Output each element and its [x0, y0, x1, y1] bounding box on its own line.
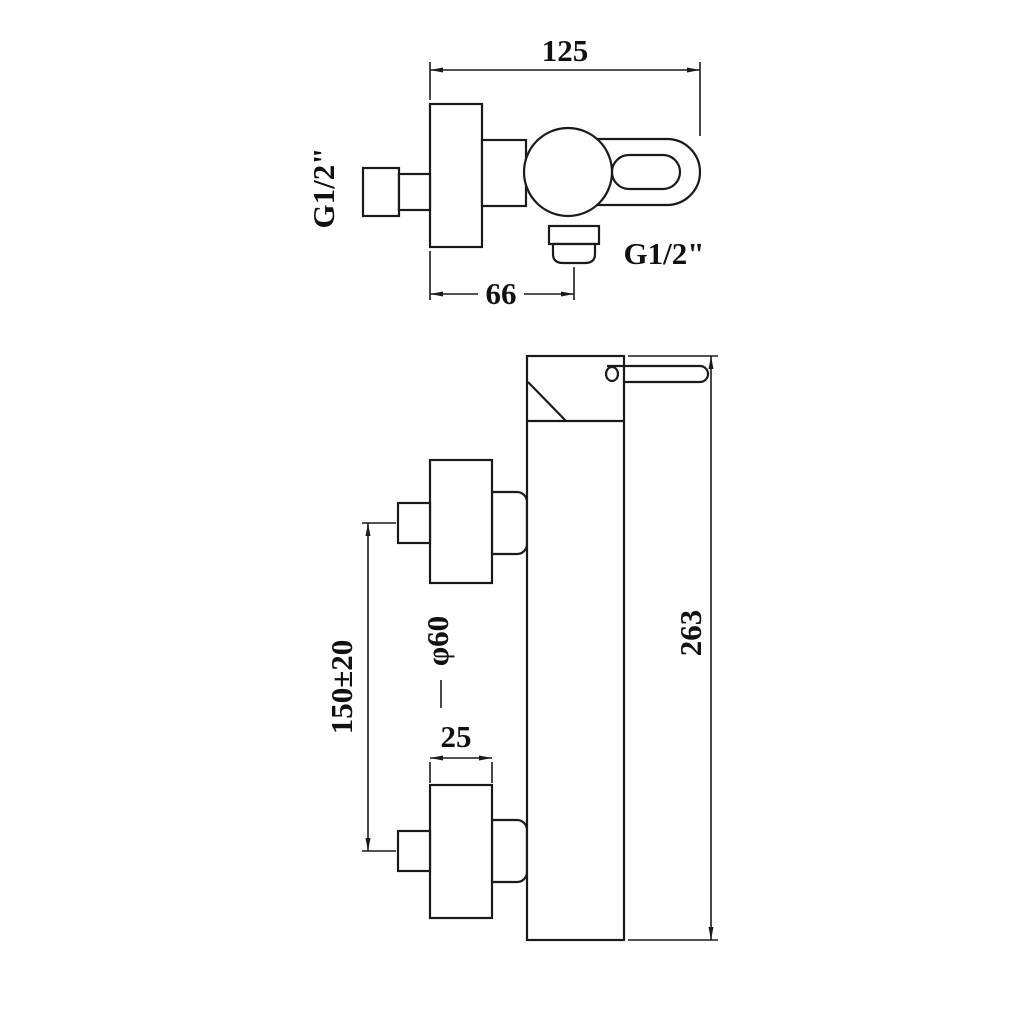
dim-inlet-spacing: 150±20 — [324, 522, 396, 852]
dim-overall-width: 125 — [429, 33, 701, 136]
upper-escutcheon — [428, 458, 494, 585]
dim-label-263: 263 — [673, 610, 708, 657]
dim-label-125: 125 — [542, 33, 589, 68]
dim-label-25: 25 — [441, 719, 472, 754]
side-view-dimensions: 263 150±20 φ60 25 — [324, 355, 718, 941]
upper-connector-pipe — [490, 490, 529, 556]
cap-chamfer-line — [527, 381, 567, 422]
upper-inlet-nut — [396, 501, 432, 545]
top-view-dimensions: 125 66 G1/2" G1/2" — [306, 33, 704, 311]
valve-neck-plan — [480, 138, 528, 208]
dim-label-150: 150±20 — [324, 640, 359, 735]
inlet-nut-plan — [397, 172, 432, 212]
outlet-thread-plan — [551, 242, 597, 265]
lower-connector-pipe — [490, 818, 529, 884]
inlet-pipe-plan — [361, 166, 401, 218]
side-view — [396, 354, 710, 942]
dim-outlet-offset: 66 — [429, 251, 575, 311]
dim-overall-height: 263 — [628, 355, 718, 941]
cartridge-knob-circle — [522, 126, 614, 218]
lever-end-cap — [699, 364, 710, 384]
dim-label-phi60: φ60 — [420, 616, 455, 666]
mixer-body-column — [525, 354, 626, 942]
lever-handle-outline — [597, 137, 702, 207]
dim-label-66: 66 — [486, 276, 517, 311]
dim-flange-depth: 25 — [429, 719, 493, 783]
mixer-body-plan — [428, 102, 484, 249]
lever-pivot — [604, 365, 620, 383]
outlet-body-plan — [547, 224, 601, 246]
lever-handle-slot — [610, 153, 682, 191]
label-inlet-thread: G1/2" — [306, 148, 341, 229]
dim-flange-diameter: φ60 — [420, 616, 455, 708]
lower-escutcheon — [428, 783, 494, 920]
label-outlet-thread: G1/2" — [624, 236, 705, 271]
top-view — [361, 102, 702, 265]
lower-inlet-nut — [396, 829, 432, 873]
